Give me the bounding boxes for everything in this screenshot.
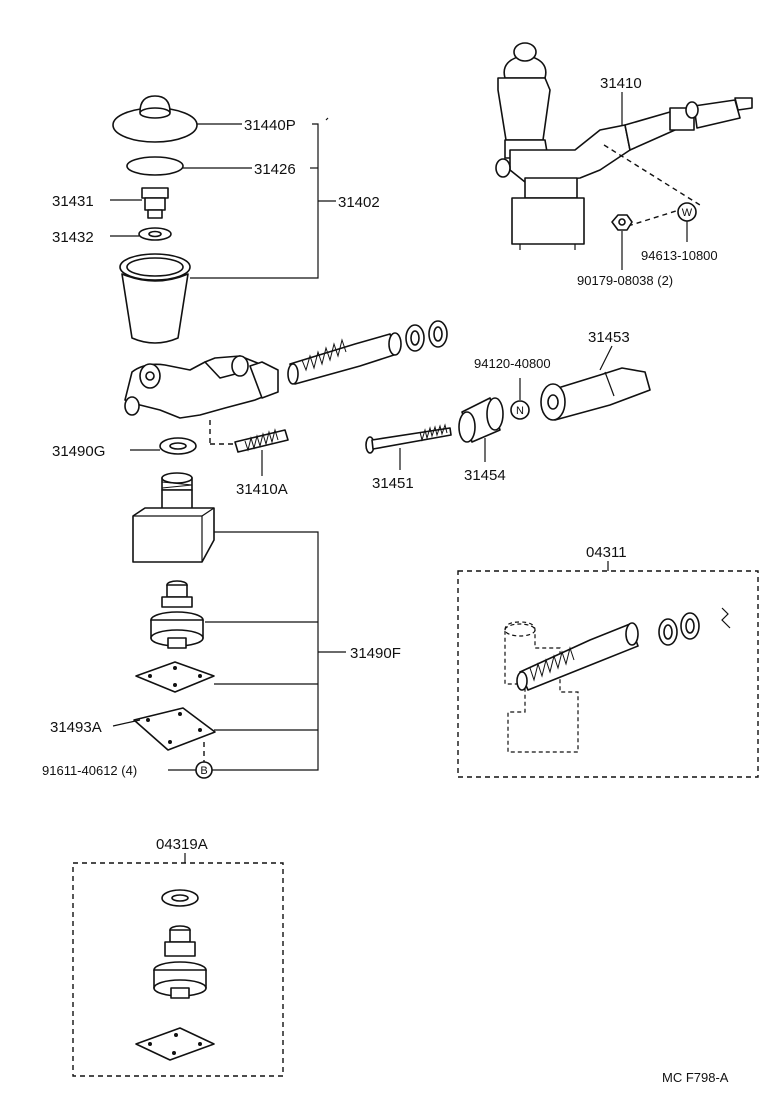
- piston-spring-assembly: [287, 332, 402, 385]
- label-31493A: 31493A: [50, 719, 102, 736]
- pushrod-31451: [365, 423, 452, 454]
- label-90179-08038: 90179-08038 (2): [577, 273, 673, 288]
- slave-piston: [150, 580, 204, 649]
- marker-n: N: [510, 400, 530, 420]
- kit-04311-rings: [658, 607, 731, 646]
- label-31451: 31451: [372, 475, 414, 492]
- fitting-31431: [141, 187, 169, 219]
- label-04319A: 04319A: [156, 836, 208, 853]
- cylinder-body: [124, 355, 279, 419]
- slave-block: [132, 472, 215, 563]
- label-31490G: 31490G: [52, 443, 105, 460]
- label-31410A: 31410A: [236, 481, 288, 498]
- boot-31454: [458, 397, 504, 443]
- label-94613-10800: 94613-10800: [641, 248, 718, 263]
- marker-w: W: [677, 202, 697, 222]
- label-31410: 31410: [600, 75, 642, 92]
- label-31440P: 31440P: [244, 117, 296, 134]
- nut-90179: [611, 214, 633, 231]
- label-31453: 31453: [588, 329, 630, 346]
- plate-31493A: [133, 707, 216, 751]
- label-31432: 31432: [52, 229, 94, 246]
- label-94120-40800: 94120-40800: [474, 356, 551, 371]
- master-cylinder-assembly-31410: [495, 42, 753, 250]
- kit-04319A-washer: [161, 889, 199, 907]
- washer-31432: [138, 227, 172, 241]
- label-31454: 31454: [464, 467, 506, 484]
- diaphragm-31426: [126, 156, 184, 176]
- label-31490F: 31490F: [350, 645, 401, 662]
- label-91611-40612: 91611-40612 (4): [42, 763, 137, 778]
- svg-text:N: N: [516, 405, 524, 417]
- kit-04311-piston: [516, 622, 639, 691]
- washer-31490G: [159, 437, 197, 455]
- gasket-upper: [135, 661, 215, 693]
- svg-text:W: W: [682, 207, 693, 219]
- label-04311: 04311: [586, 544, 627, 561]
- seal-rings: [405, 320, 448, 352]
- kit-box-04319A: [72, 862, 284, 1077]
- footer-code: MC F798-A: [662, 1070, 729, 1085]
- reservoir-cap-31440P: [112, 95, 198, 143]
- svg-text:B: B: [200, 765, 207, 777]
- kit-04319A-piston: [153, 925, 207, 999]
- label-31426: 31426: [254, 161, 296, 178]
- label-31402: 31402: [338, 194, 380, 211]
- label-31431: 31431: [52, 193, 94, 210]
- kit-box-04311: [457, 570, 759, 778]
- pin-31410A: [234, 428, 289, 453]
- reservoir-31402: [119, 253, 191, 344]
- kit-04311-body: [504, 621, 579, 753]
- kit-04319A-gasket: [135, 1027, 215, 1061]
- marker-b: B: [195, 761, 213, 779]
- clevis-31453: [540, 367, 651, 421]
